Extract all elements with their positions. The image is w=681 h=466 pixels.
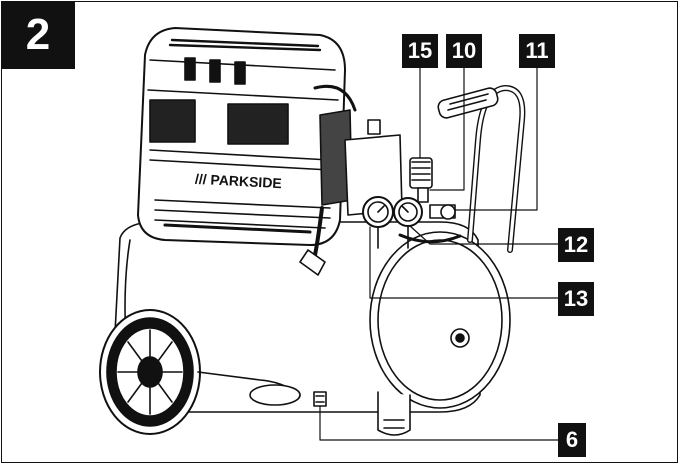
wheel (99, 309, 301, 435)
brand-logo-text: /// PARKSIDE (195, 171, 283, 192)
drain-valve (313, 391, 327, 407)
motor-housing (137, 27, 357, 246)
air-tank (111, 221, 511, 436)
carry-handle (437, 85, 526, 253)
callout-13: 13 (558, 282, 594, 316)
callout-15: 15 (402, 34, 438, 68)
callout-10: 10 (446, 34, 482, 68)
callout-6: 6 (558, 423, 586, 457)
pressure-gauges (362, 196, 423, 249)
callout-12: 12 (558, 228, 594, 262)
leader-lines (319, 57, 561, 441)
air-hose (299, 206, 462, 276)
callout-11: 11 (519, 34, 555, 68)
figure-number-badge: 2 (1, 1, 75, 69)
